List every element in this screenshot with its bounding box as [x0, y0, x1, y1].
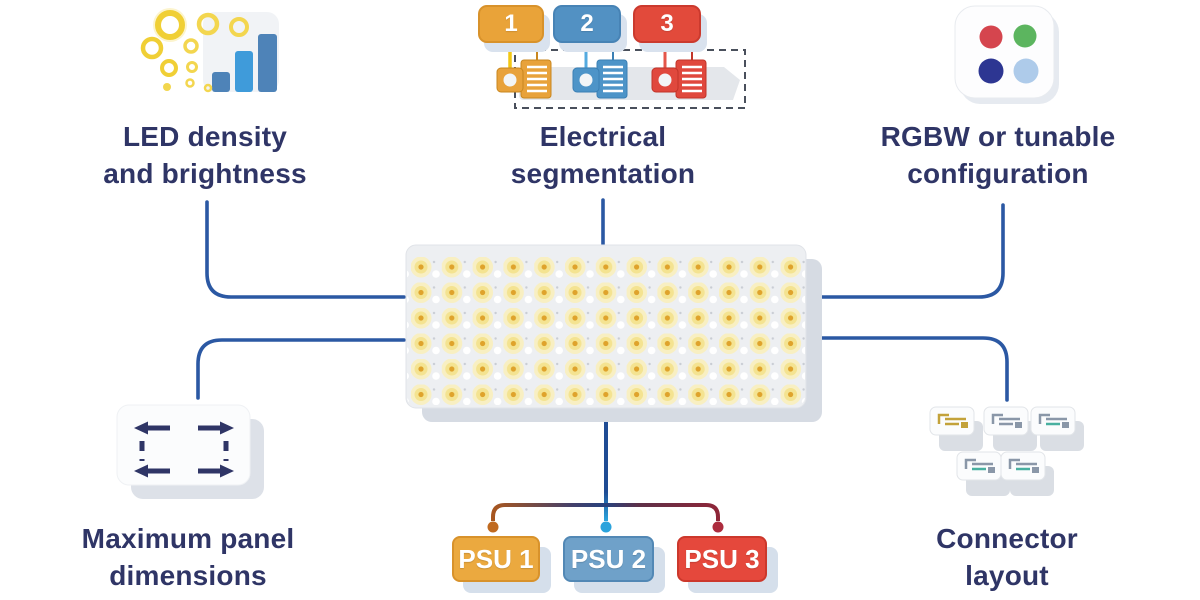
segment-badge-2: 2 [553, 5, 621, 43]
connector-layout-label: Connector layout [936, 523, 1078, 591]
segment-badge-1-number: 1 [504, 10, 518, 37]
max-dimensions-icon [116, 404, 264, 499]
segment-badge-3-number: 3 [660, 10, 674, 37]
electrical-segmentation-label: Electrical segmentation [510, 121, 696, 189]
connector-module-4-icon [956, 451, 1010, 496]
rgbw-lightblue-dot [1013, 58, 1039, 84]
led-panel-illustration [405, 244, 822, 422]
electrical-segmentation-icon [496, 41, 746, 109]
line-rgbw-to-panel [806, 203, 1005, 299]
segment-connector-1-icon [496, 52, 552, 99]
psu3-node-dot [712, 521, 724, 533]
rgbw-red-dot [979, 25, 1003, 49]
psu-1-label: PSU 1 [458, 543, 534, 574]
segment-badge-3: 3 [633, 5, 701, 43]
line-led-density-to-panel [205, 200, 406, 299]
rgbw-configuration-label: RGBW or tunable configuration [880, 121, 1116, 189]
psu-3-label: PSU 3 [684, 543, 760, 574]
rgbw-navy-dot [978, 58, 1004, 84]
line-panel-to-max-dimensions [196, 338, 406, 400]
line-panel-to-connector-layout [806, 336, 1009, 402]
psu-feed-lines [487, 405, 724, 533]
segment-badge-2-number: 2 [580, 10, 594, 37]
psu-1-badge: PSU 1 [452, 536, 540, 582]
psu-3-badge: PSU 3 [677, 536, 767, 582]
connector-module-5-icon [1000, 451, 1054, 496]
connector-module-3-icon [1030, 406, 1084, 451]
rgbw-icon [954, 5, 1059, 104]
psu-2-badge: PSU 2 [563, 536, 654, 582]
segment-badge-1: 1 [478, 5, 544, 43]
connector-lines [196, 198, 1009, 402]
led-density-icon [140, 8, 279, 93]
segment-connector-2-icon [572, 52, 628, 99]
segmentation-strip [519, 67, 740, 100]
max-dimensions-label: Maximum panel dimensions [81, 523, 295, 591]
psu-branch-line [491, 503, 720, 521]
psu-2-label: PSU 2 [570, 543, 647, 574]
connector-layout-icon [929, 406, 1084, 496]
psu1-node-dot [487, 521, 499, 533]
psu2-node-dot [600, 521, 612, 533]
segment-connector-3-icon [651, 52, 707, 99]
panel-led-grid [407, 253, 805, 405]
led-density-label: LED density and brightness [103, 121, 307, 189]
connector-module-1-icon [929, 406, 983, 451]
connector-module-2-icon [983, 406, 1037, 451]
rgbw-green-dot [1013, 24, 1037, 48]
